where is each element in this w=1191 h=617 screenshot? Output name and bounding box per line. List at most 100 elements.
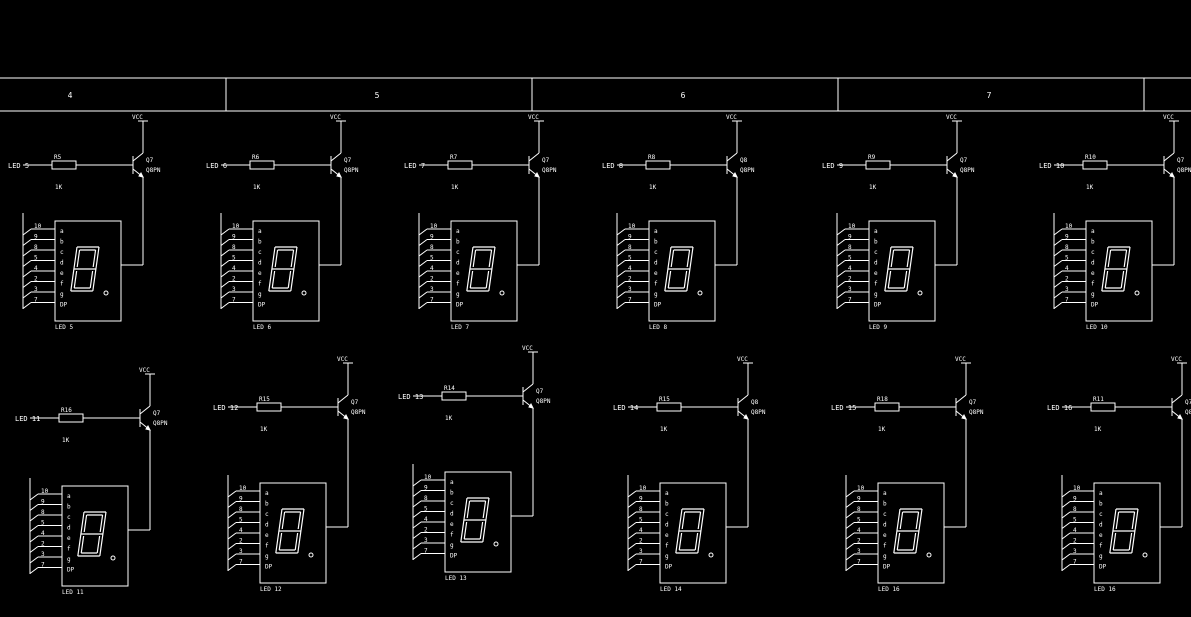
pin-number: 4 <box>848 265 852 272</box>
pin-wire <box>845 511 855 519</box>
pin-number: 7 <box>639 559 643 566</box>
segment-label: DP <box>450 553 458 560</box>
pin-wire <box>845 564 855 571</box>
digit-segment <box>700 509 705 531</box>
pin-number: 8 <box>34 244 38 251</box>
transistor-collector <box>337 394 349 404</box>
pin-number: 9 <box>1065 234 1069 241</box>
pin-wire <box>418 260 428 267</box>
display-label: LED 14 <box>660 586 682 593</box>
vcc-label: VCC <box>337 356 348 363</box>
pin-number: 8 <box>424 495 428 502</box>
segment-label: DP <box>654 302 662 309</box>
digit-segment <box>887 271 892 288</box>
digit-segment <box>1112 533 1117 550</box>
segment-label: e <box>1091 270 1095 277</box>
pin-number: 7 <box>628 297 632 304</box>
vcc-label: VCC <box>139 367 150 374</box>
pin-number: 7 <box>34 297 38 304</box>
pin-wire <box>22 249 32 257</box>
segment-label: b <box>67 504 71 511</box>
pin-number: 8 <box>430 244 434 251</box>
segment-label: f <box>1099 543 1103 550</box>
pin-number: 2 <box>628 276 632 283</box>
pin-number: 4 <box>857 527 861 534</box>
input-label: LED 10 <box>1039 162 1064 170</box>
pin-wire <box>1061 522 1071 529</box>
transistor-type: Q8PN <box>351 409 366 416</box>
segment-label: d <box>265 522 269 529</box>
digit-segment <box>918 509 923 531</box>
digit-glyph <box>268 246 298 292</box>
segment-label: g <box>1091 291 1095 298</box>
decimal-point <box>697 290 703 296</box>
pin-wire <box>836 291 846 299</box>
emitter-arrow <box>732 172 738 178</box>
emitter-arrow <box>961 414 967 420</box>
pin-wire <box>29 546 39 553</box>
pin-wire <box>220 260 230 267</box>
transistor-ref: Q7 <box>351 399 359 406</box>
pin-number: 2 <box>1065 276 1069 283</box>
pin-wire <box>836 239 846 246</box>
pin-number: 10 <box>857 485 865 492</box>
transistor-type: Q8PN <box>1177 167 1191 174</box>
pin-number: 7 <box>232 297 236 304</box>
digit-segment <box>70 269 75 291</box>
pin-number: 4 <box>639 527 643 534</box>
vcc-label: VCC <box>1163 114 1174 121</box>
pin-number: 10 <box>430 223 438 230</box>
segment-label: g <box>874 291 878 298</box>
segment-label: DP <box>67 567 75 574</box>
digit-segment <box>92 269 97 291</box>
decimal-point <box>301 290 307 296</box>
transistor-collector <box>946 152 958 162</box>
transistor-type: Q8PN <box>969 409 984 416</box>
pin-number: 10 <box>1065 223 1073 230</box>
emitter-arrow <box>343 414 349 420</box>
segment-label: f <box>665 543 669 550</box>
display-label: LED 11 <box>62 589 84 596</box>
digit-segment <box>290 250 295 267</box>
pin-wire <box>627 501 637 508</box>
pin-wire <box>616 291 626 299</box>
pin-wire <box>836 270 846 278</box>
digit-segment <box>906 250 911 267</box>
digit-segment <box>460 520 465 542</box>
pin-wire <box>1053 260 1063 267</box>
pin-number: 4 <box>628 265 632 272</box>
pin-wire <box>845 543 855 550</box>
pin-wire <box>845 490 855 498</box>
digit-segment <box>675 531 680 553</box>
digit-segment <box>681 512 686 529</box>
pin-wire <box>22 239 32 246</box>
segment-label: d <box>883 522 887 529</box>
segment-label: c <box>265 511 269 518</box>
emitter-arrow <box>336 172 342 178</box>
pin-number: 5 <box>1065 255 1069 262</box>
digit-segment <box>670 250 675 267</box>
digit-segment <box>664 269 669 291</box>
decimal-point <box>110 555 116 561</box>
digit-segment <box>80 536 85 553</box>
segment-label: g <box>654 291 658 298</box>
resistor-symbol <box>1082 160 1108 170</box>
digit-segment <box>915 531 920 553</box>
pin-wire <box>220 239 230 246</box>
pin-wire <box>418 291 428 299</box>
input-label: LED 5 <box>8 162 29 170</box>
segment-label: e <box>665 532 669 539</box>
pin-number: 4 <box>430 265 434 272</box>
pin-wire <box>616 281 626 288</box>
transistor-collector <box>1163 152 1175 162</box>
digit-segment <box>485 498 490 520</box>
resistor-symbol <box>256 402 282 412</box>
digit-segment <box>482 501 487 518</box>
pin-wire <box>412 490 422 497</box>
resistor-ref: R6 <box>252 154 260 161</box>
pin-wire <box>627 564 637 571</box>
digit-segment <box>1120 271 1125 288</box>
pin-wire <box>836 228 846 236</box>
